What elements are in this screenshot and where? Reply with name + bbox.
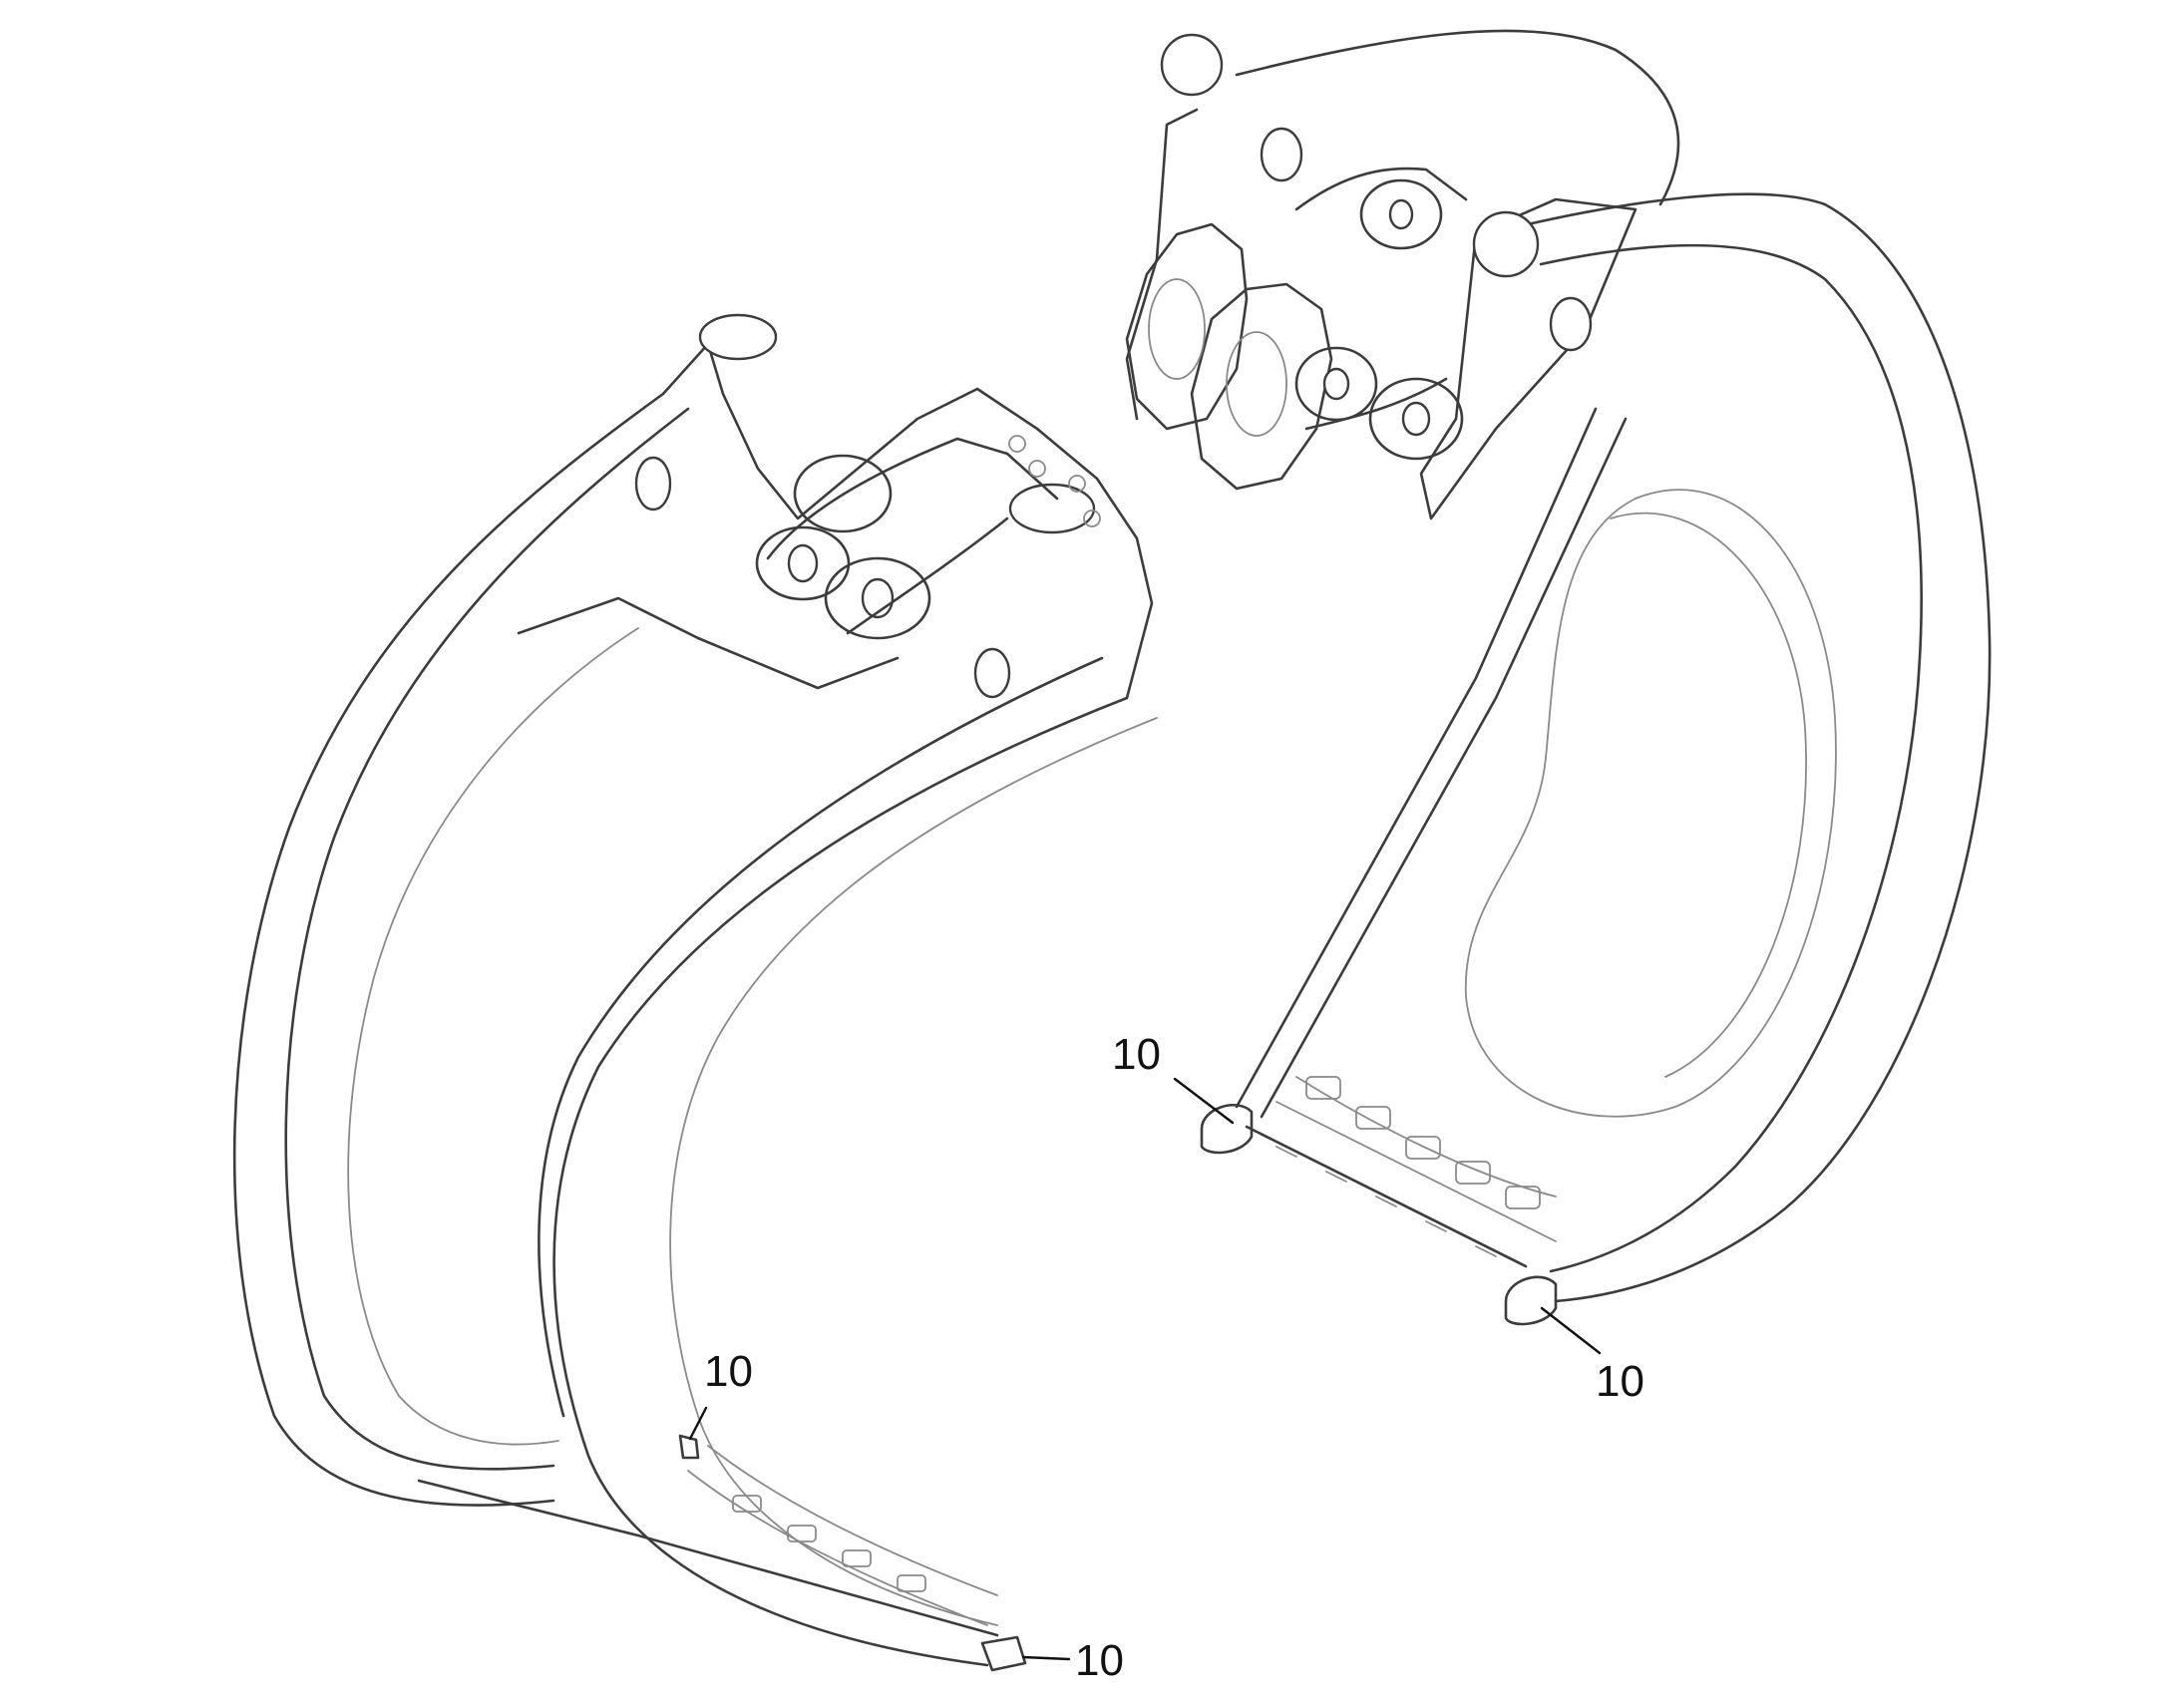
left-rear-jaw-tip: [417, 1479, 999, 1637]
right-wear-tip-left: [1200, 1103, 1254, 1155]
right-mount-plate: [1419, 197, 1637, 520]
left-front-jaw-lip: [669, 717, 1158, 1626]
callout-label: 10: [704, 1347, 753, 1396]
left-bolt-head-top: [698, 313, 778, 361]
callout-label: 10: [1075, 1636, 1124, 1685]
left-mount-hole-1: [634, 456, 672, 512]
right-front-jaw-edge: [1539, 243, 1923, 1273]
left-mount-plate: [661, 342, 1154, 700]
left-front-jaw-inner: [538, 656, 1104, 1418]
right-front-jaw-inner-opening-edge: [1610, 512, 1807, 1078]
callout-bottom-left-lower-tip: 10: [1021, 1636, 1124, 1685]
callout-label: 10: [1596, 1357, 1644, 1406]
left-grapple-assembly: [232, 313, 1158, 1672]
right-back-jaw-outer: [1235, 29, 1680, 206]
callout-label: 10: [1112, 1030, 1161, 1079]
right-jaw-left-strut: [1235, 407, 1598, 1109]
left-rear-jaw-outer: [232, 392, 665, 1507]
right-jaw-left-strut-edge: [1260, 417, 1628, 1119]
callout-top-right-right-tip: 10: [1540, 1306, 1644, 1406]
right-gear-linkage: [1125, 167, 1468, 491]
left-rear-jaw-edge: [284, 407, 690, 1471]
right-bolt-head-mid: [1472, 210, 1540, 278]
callout-top-right-left-tip: 10: [1112, 1030, 1235, 1125]
right-wear-tip-right: [1504, 1275, 1558, 1326]
right-front-jaw-outer: [1484, 192, 1992, 1303]
left-rear-jaw-inner: [347, 627, 639, 1446]
right-mount-hole-2: [1549, 296, 1593, 352]
right-grapple-assembly: [1125, 29, 1992, 1326]
left-front-jaw-outer: [552, 696, 1129, 1667]
left-bottom-grate: [687, 1445, 998, 1626]
right-mount-hole-1: [1260, 127, 1303, 182]
left-linkage: [755, 435, 1101, 640]
right-bottom-grate: [1245, 1076, 1557, 1268]
left-mount-flange: [517, 596, 900, 690]
left-mount-hole-2: [973, 647, 1011, 699]
right-front-jaw-inner-opening: [1465, 489, 1837, 1118]
left-bolt-head-right: [1008, 483, 1096, 534]
left-wear-tip-lower: [980, 1635, 1027, 1672]
callout-bottom-left-upper-tip: 10: [688, 1347, 753, 1441]
right-bolt-head-top: [1160, 33, 1224, 97]
